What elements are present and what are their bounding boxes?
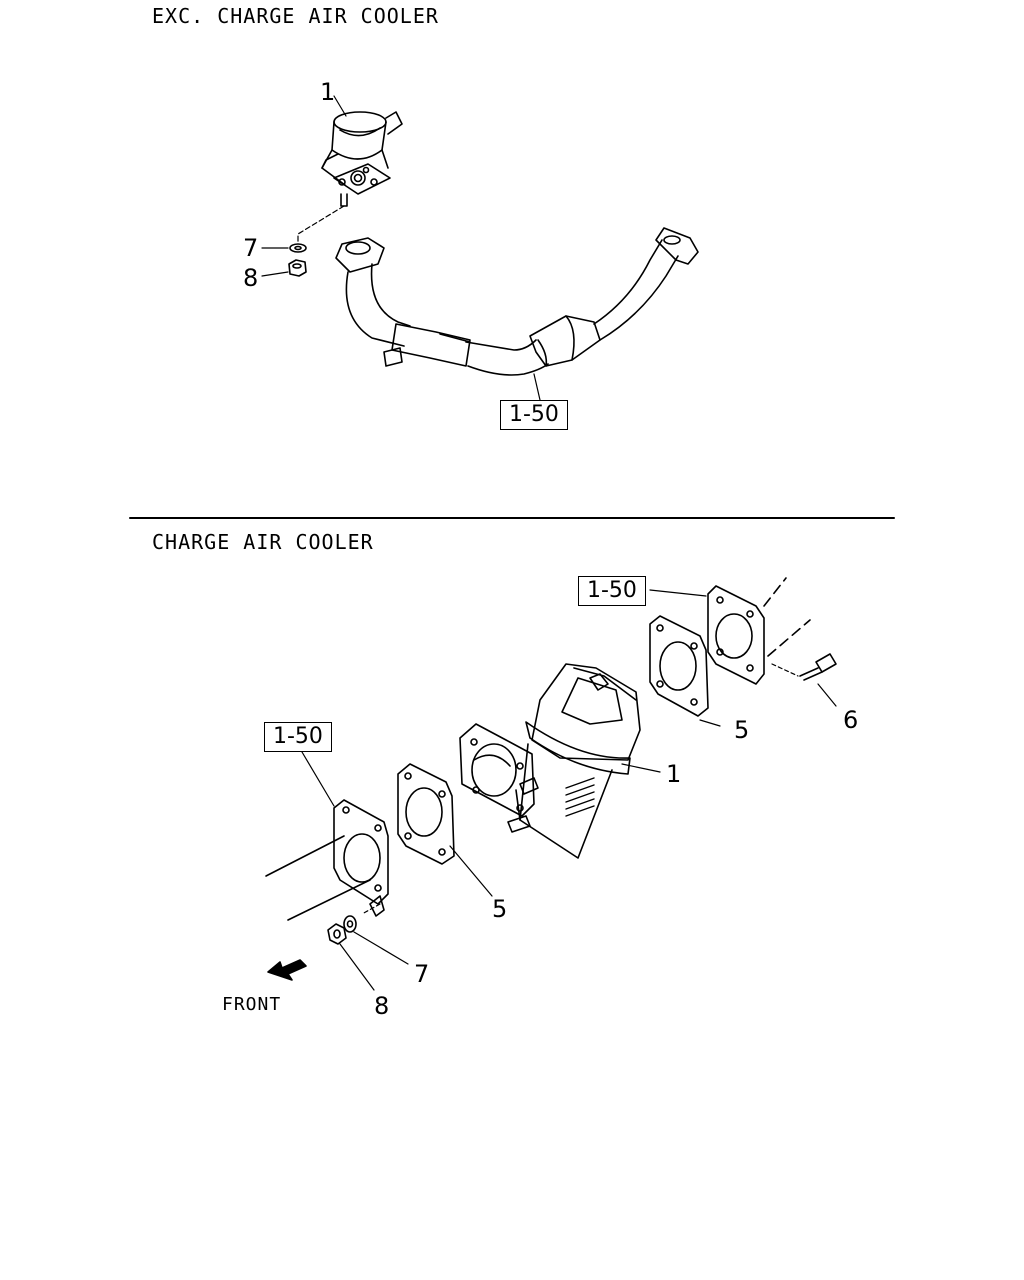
bottom-callout-part-5-right: 5 xyxy=(734,716,750,744)
bottom-callout-part-5-left: 5 xyxy=(492,895,508,923)
bottom-callout-part-1: 1 xyxy=(666,760,682,788)
top-exhaust-pipe xyxy=(335,227,699,376)
top-callout-part-8: 8 xyxy=(243,264,259,292)
bottom-nut-8 xyxy=(327,923,347,945)
top-callout-part-1: 1 xyxy=(320,78,336,106)
bottom-fastener-leaders xyxy=(339,931,409,991)
top-reference-box[interactable]: 1-50 xyxy=(500,400,568,430)
bottom-callout-part-6: 6 xyxy=(843,706,859,734)
top-egr-valve xyxy=(321,111,403,207)
bottom-bolt-6 xyxy=(771,653,837,681)
bottom-section-title: CHARGE AIR COOLER xyxy=(152,530,374,554)
bottom-washer-7 xyxy=(343,915,357,933)
top-section-title: EXC. CHARGE AIR COOLER xyxy=(152,4,439,28)
bottom-valve-leader xyxy=(621,683,837,773)
top-nut-8 xyxy=(288,259,307,277)
top-callout-part-7: 7 xyxy=(243,234,259,262)
bottom-gasket-leader xyxy=(449,845,493,897)
bottom-egr-valve xyxy=(459,663,641,859)
bottom-callout-part-7: 7 xyxy=(414,960,430,988)
bottom-front-pipe-leader xyxy=(301,589,707,915)
bottom-front-pipe xyxy=(265,799,389,921)
front-arrow-icon xyxy=(267,959,307,981)
bottom-gasket-5-right xyxy=(649,615,709,717)
bottom-reference-box-right[interactable]: 1-50 xyxy=(578,576,646,606)
bottom-reference-box-left[interactable]: 1-50 xyxy=(264,722,332,752)
bottom-rear-pipe xyxy=(707,577,811,685)
top-leader-lines xyxy=(261,95,347,277)
bottom-gasket-5-left xyxy=(397,763,455,865)
top-ref-leader xyxy=(533,373,541,401)
top-washer-7 xyxy=(289,243,307,253)
front-label: FRONT xyxy=(222,994,282,1015)
bottom-callout-part-8: 8 xyxy=(374,992,390,1020)
